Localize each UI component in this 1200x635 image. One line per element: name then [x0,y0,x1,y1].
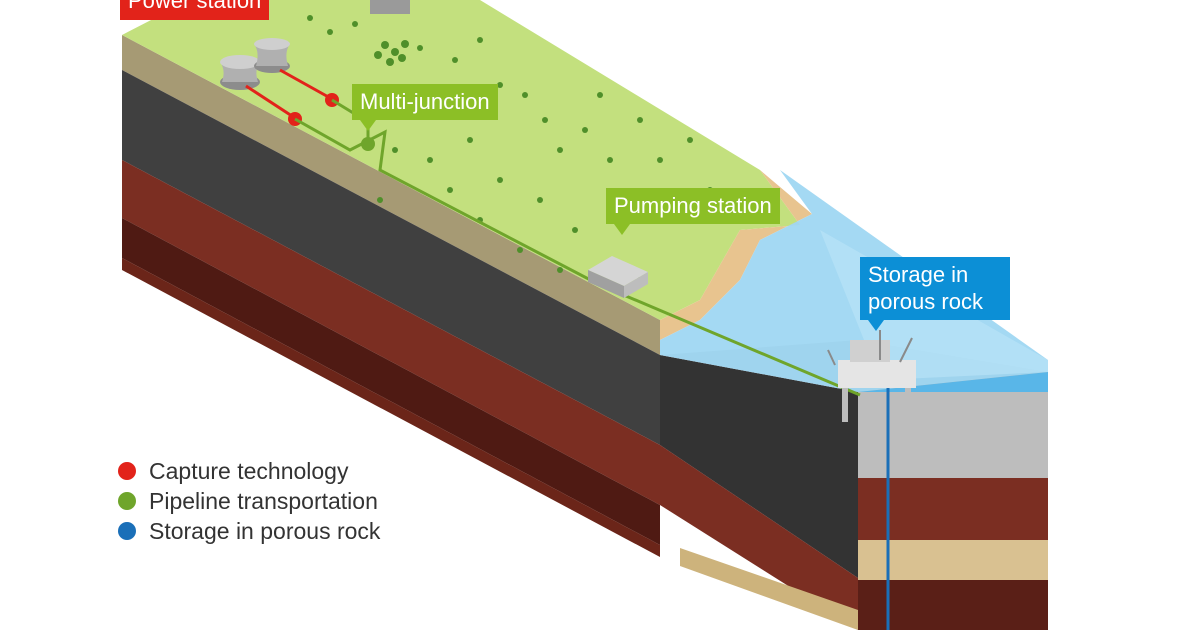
callout-power-station: Power station [120,0,270,20]
callout-power-station-label: Power station [128,0,262,13]
side-face-sand-lens [680,548,858,630]
capture-line-1 [245,84,296,120]
left-face-topsoil [122,35,660,355]
front-face-red-rock [858,478,1048,540]
legend-item-storage: Storage in porous rock [118,516,380,546]
left-face-dark-rock [122,70,660,445]
callout-multi-junction-label: Multi-junction [360,89,490,114]
callout-tail [614,224,630,235]
callout-storage-label: Storage in porous rock [868,262,983,314]
callout-tail [360,120,376,131]
side-face-dark-rock [660,355,858,578]
shoreline-sand [660,170,812,340]
side-face-red-rock [660,445,858,630]
legend-item-pipeline: Pipeline transportation [118,486,380,516]
front-face-sand [858,540,1048,580]
left-face-bottom-red [122,258,660,557]
legend-dot-storage [118,522,136,540]
legend-dot-pipeline [118,492,136,510]
offshore-platform [827,330,916,422]
legend: Capture technology Pipeline transportati… [118,456,380,546]
callout-pumping-station: Pumping station [606,188,780,235]
legend-label-pipeline: Pipeline transportation [149,487,378,514]
left-face-deep-red [122,218,660,545]
front-face-deep-red [858,580,1048,630]
legend-label-capture: Capture technology [149,457,349,484]
pumping-station-building [588,256,648,298]
pipeline-route [294,117,861,397]
callout-pumping-station-label: Pumping station [614,193,772,218]
callout-multi-junction: Multi-junction [352,84,498,131]
grass-surface [122,0,800,320]
callout-tail [868,320,884,331]
left-face-red-rock [122,160,660,505]
legend-item-capture: Capture technology [118,456,380,486]
power-station-buildings [220,0,410,90]
callout-storage: Storage in porous rock [860,257,1010,331]
capture-line-2 [279,68,333,101]
legend-dot-capture [118,462,136,480]
trees [307,15,713,293]
legend-label-storage: Storage in porous rock [149,517,381,544]
multi-junction-node [361,137,375,151]
